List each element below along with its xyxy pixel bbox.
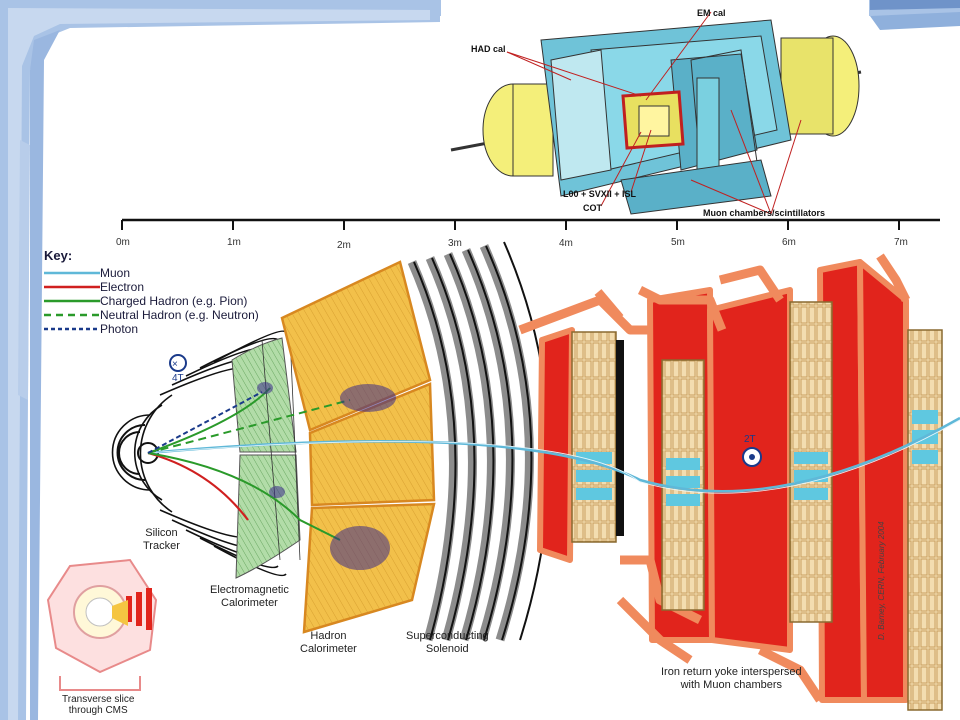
track-charged-hadron-2 (147, 452, 341, 541)
legend-item-charged-hadron: Charged Hadron (e.g. Pion) (100, 294, 248, 308)
hcal-block-1 (280, 260, 432, 432)
cot-label: COT (583, 203, 602, 213)
field-indicator-inner: × (169, 354, 187, 372)
muon-chamber-bar (616, 340, 624, 536)
had-cal-label: HAD cal (471, 44, 506, 54)
muon-chambers-label: Muon chambers/scintillators (703, 208, 826, 218)
transverse-slice-thumbnail (46, 558, 158, 691)
legend-item-electron: Electron (100, 280, 145, 294)
outer-field-label: 2T (744, 434, 756, 445)
track-electron (147, 451, 249, 521)
legend-item-muon: Muon (100, 266, 131, 280)
detector-cutaway-drawing (441, 0, 869, 232)
inner-field-label: 4T (172, 373, 184, 384)
track-photon (147, 391, 263, 454)
energy-showers (257, 382, 396, 570)
em-cal-label: EM cal (697, 8, 726, 18)
muon-chambers (571, 301, 943, 711)
track-charged-hadron-1 (147, 387, 271, 454)
detector-cutaway-inset: EM cal HAD cal L00 + SVXII + ISL COT Muo… (441, 0, 869, 232)
scale-tick-4m: 4m (559, 238, 573, 249)
track-neutral-hadron (147, 399, 351, 454)
legend-swatches (44, 271, 100, 331)
scale-tick-3m: 3m (448, 238, 462, 249)
yoke-brackets (518, 253, 911, 703)
scale-tick-5m: 5m (671, 237, 685, 248)
scale-tick-2m: 2m (337, 240, 351, 251)
scale-tick-7m: 7m (894, 237, 908, 248)
legend-item-neutral-hadron: Neutral Hadron (e.g. Neutron) (100, 308, 259, 322)
tracker-photo-label: L00 + SVXII + ISL (563, 189, 637, 199)
muon-chamber-4 (907, 329, 943, 711)
scale-tick-1m: 1m (227, 237, 241, 248)
field-indicator-outer (742, 447, 762, 467)
legend-item-photon: Photon (100, 322, 139, 336)
credit-label: D. Barney, CERN, February 2004 (877, 521, 886, 640)
muon-chamber-1 (571, 331, 617, 543)
svg-text:×: × (172, 359, 178, 370)
scale-tick-6m: 6m (782, 237, 796, 248)
scale-tick-0m: 0m (116, 237, 130, 248)
solenoid (407, 244, 534, 642)
legend-title: Key: (44, 248, 73, 263)
particle-tracks (147, 387, 960, 541)
